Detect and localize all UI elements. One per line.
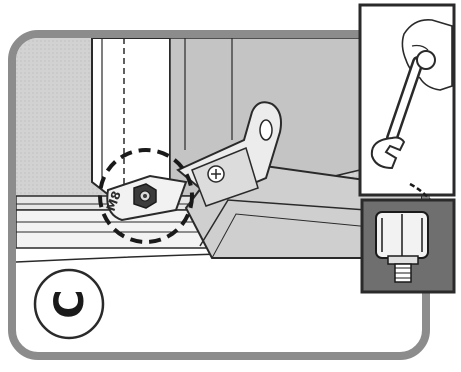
step-badge: C [35,270,103,338]
nut-closeup-inset [362,200,454,292]
step-letter: C [47,289,93,318]
bracket-hole [260,120,272,140]
wrench-inset [360,5,454,195]
hex-nut-icon [134,184,156,208]
vertical-frame-leg [92,38,170,196]
